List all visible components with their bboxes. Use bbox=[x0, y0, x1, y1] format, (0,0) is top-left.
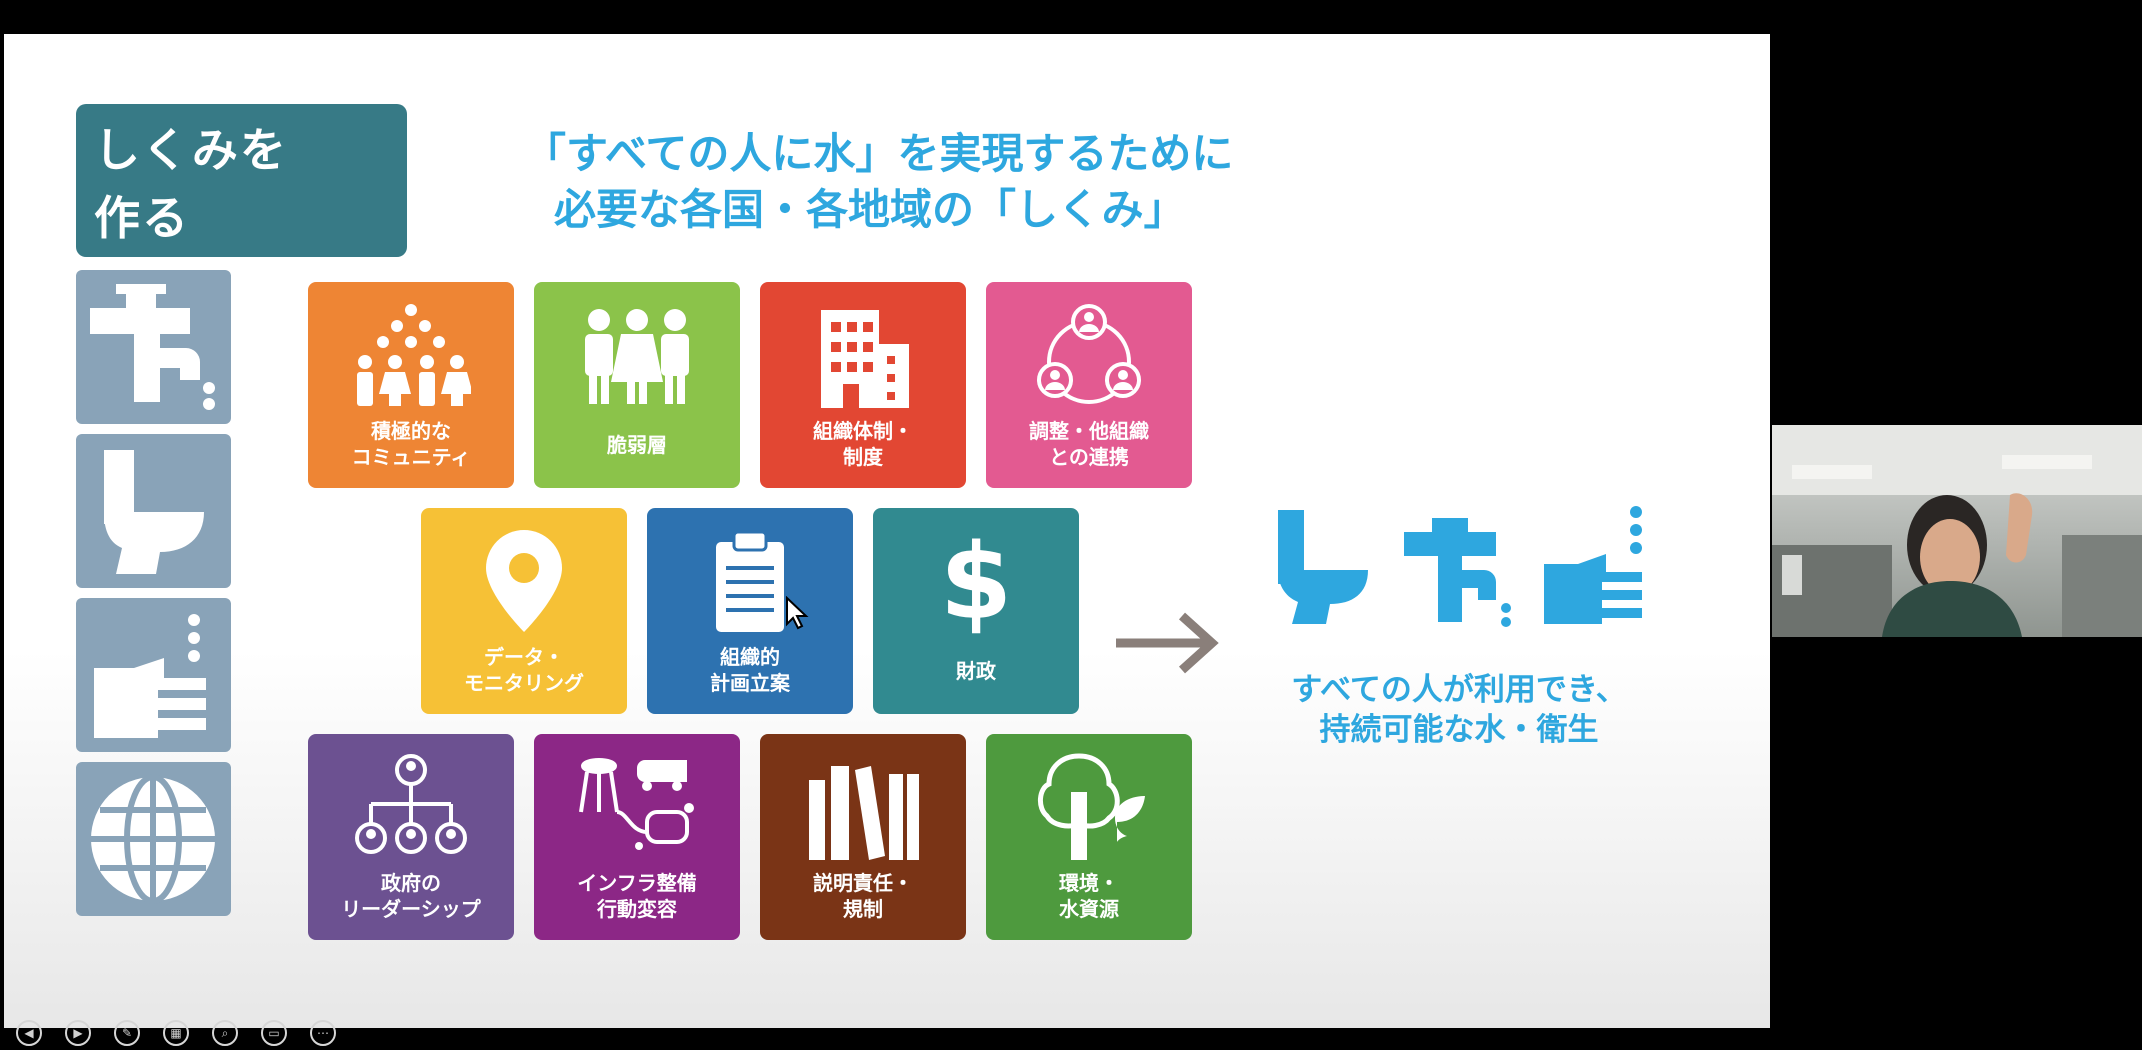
tile-organization-system: 組織体制・ 制度 bbox=[760, 282, 966, 488]
zoom-icon[interactable]: ⌕ bbox=[212, 1020, 238, 1046]
result-line2: 持続可能な水・衛生 bbox=[1319, 712, 1599, 748]
community-people-icon bbox=[357, 304, 471, 406]
pen-icon[interactable]: ✎ bbox=[114, 1020, 140, 1046]
handwashing-icon bbox=[76, 598, 231, 752]
tile-label-line2: モニタリング bbox=[464, 671, 584, 695]
tile-label: 組織的 計画立案 bbox=[647, 644, 853, 696]
tile-label: データ・ モニタリング bbox=[421, 644, 627, 696]
tile-government-leadership: 政府の リーダーシップ bbox=[308, 734, 514, 940]
tile-label-line1: 組織的 bbox=[720, 645, 780, 669]
infrastructure-icon bbox=[579, 758, 694, 850]
tile-label: 説明責任・ 規制 bbox=[760, 870, 966, 922]
tile-active-community: 積極的な コミュニティ bbox=[308, 282, 514, 488]
tile-label: 政府の リーダーシップ bbox=[308, 870, 514, 922]
water-tap-icon bbox=[76, 270, 231, 424]
water-tap-icon bbox=[1404, 518, 1511, 627]
tile-label: 財政 bbox=[873, 658, 1079, 684]
tile-infrastructure: インフラ整備 行動変容 bbox=[534, 734, 740, 940]
building-icon bbox=[821, 310, 909, 408]
tile-label-line1: 脆弱層 bbox=[607, 433, 667, 457]
arrow-right-icon bbox=[1116, 612, 1219, 674]
presentation-slide: しくみを 作る 「すべての人に水」を実現するために 必要な各国・各地域の「しくみ… bbox=[4, 34, 1770, 1046]
tile-label-line2: リーダーシップ bbox=[341, 897, 481, 921]
tile-label-line2: 行動変容 bbox=[597, 897, 677, 921]
tile-label-line2: との連携 bbox=[1049, 445, 1129, 469]
books-icon bbox=[809, 766, 919, 860]
section-badge-line1: しくみを bbox=[94, 123, 288, 177]
tree-leaf-icon bbox=[1038, 753, 1145, 860]
tile-label-line2: 制度 bbox=[843, 445, 883, 469]
tile-label: 積極的な コミュニティ bbox=[308, 418, 514, 470]
toilet-icon bbox=[1278, 510, 1368, 624]
network-cycle-icon bbox=[1037, 304, 1141, 404]
result-line1: すべての人が利用でき、 bbox=[1291, 672, 1627, 708]
headline-line2: 必要な各国・各地域の「しくみ」 bbox=[554, 185, 1186, 234]
dollar-icon: $ bbox=[940, 526, 1012, 636]
more-icon[interactable]: ⋯ bbox=[310, 1020, 336, 1046]
tile-label: 組織体制・ 制度 bbox=[760, 418, 966, 470]
mouse-cursor-icon bbox=[786, 596, 809, 630]
section-badge: しくみを 作る bbox=[76, 104, 407, 257]
tile-vulnerable-groups: 脆弱層 bbox=[534, 282, 740, 488]
tile-data-monitoring: データ・ モニタリング bbox=[421, 508, 627, 714]
tile-label-line1: 積極的な bbox=[371, 419, 451, 443]
toilet-icon bbox=[76, 434, 231, 588]
location-pin-icon bbox=[486, 530, 562, 632]
org-chart-icon bbox=[355, 754, 467, 854]
tile-coordination: 調整・他組織 との連携 bbox=[986, 282, 1192, 488]
section-badge-line2: 作る bbox=[94, 191, 190, 245]
tile-label: インフラ整備 行動変容 bbox=[534, 870, 740, 922]
tile-accountability: 説明責任・ 規制 bbox=[760, 734, 966, 940]
slide-headline: 「すべての人に水」を実現するために 必要な各国・各地域の「しくみ」 bbox=[524, 126, 1234, 238]
headline-line1: 「すべての人に水」を実現するために bbox=[524, 129, 1234, 178]
subtitles-icon[interactable]: ▭ bbox=[261, 1020, 287, 1046]
tile-label-line2: 計画立案 bbox=[710, 671, 790, 695]
result-text: すべての人が利用でき、 持続可能な水・衛生 bbox=[1244, 670, 1674, 750]
result-icons bbox=[1278, 506, 1642, 627]
tile-finance: $ 財政 bbox=[873, 508, 1079, 714]
tile-label-line1: インフラ整備 bbox=[577, 871, 697, 895]
tile-label-line1: 説明責任・ bbox=[813, 871, 913, 895]
webcam-video bbox=[1772, 425, 2142, 637]
tile-label-line1: 政府の bbox=[381, 871, 441, 895]
tile-label-line2: コミュニティ bbox=[351, 445, 471, 469]
tile-label-line2: 水資源 bbox=[1059, 897, 1119, 921]
vulnerable-group-icon bbox=[585, 309, 689, 404]
tile-label: 脆弱層 bbox=[534, 432, 740, 458]
tile-label: 環境・ 水資源 bbox=[986, 870, 1192, 922]
tile-label-line2: 規制 bbox=[843, 897, 883, 921]
svg-text:$: $ bbox=[940, 526, 1012, 636]
tile-label-line1: 組織体制・ bbox=[813, 419, 913, 443]
tile-environment: 環境・ 水資源 bbox=[986, 734, 1192, 940]
tile-label-line1: 環境・ bbox=[1059, 871, 1119, 895]
next-icon[interactable]: ▶ bbox=[65, 1020, 91, 1046]
tile-label-line1: 調整・他組織 bbox=[1029, 419, 1149, 443]
previous-icon[interactable]: ◀ bbox=[16, 1020, 42, 1046]
globe-icon bbox=[76, 762, 231, 916]
tile-label: 調整・他組織 との連携 bbox=[986, 418, 1192, 470]
tile-label-line1: 財政 bbox=[956, 659, 996, 683]
handwashing-icon bbox=[1544, 506, 1642, 624]
tile-label-line1: データ・ bbox=[484, 645, 564, 669]
clipboard-icon bbox=[716, 530, 784, 632]
tile-planning: 組織的 計画立案 bbox=[647, 508, 853, 714]
slides-icon[interactable]: ▦ bbox=[163, 1020, 189, 1046]
